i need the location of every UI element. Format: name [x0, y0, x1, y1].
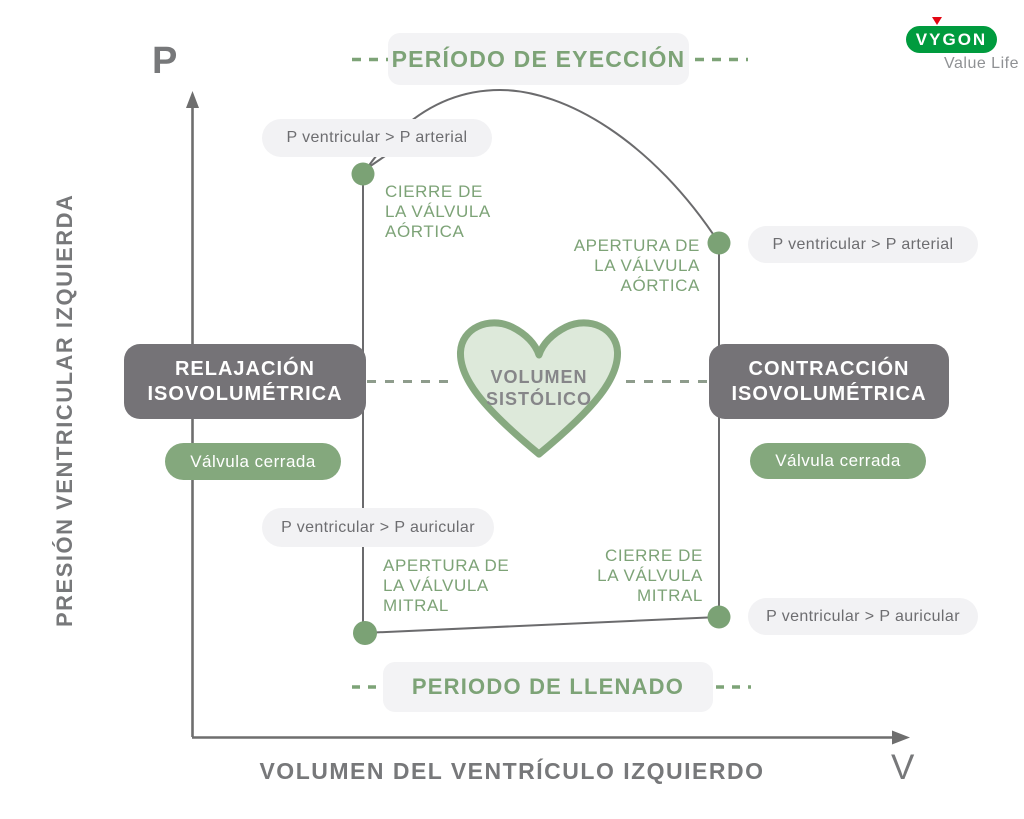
valve-closed-badge-left: Válvula cerrada [165, 443, 341, 480]
logo-triangle-icon [932, 17, 942, 25]
aortic-close-dot [351, 162, 375, 186]
isovolumetric-relaxation-box: RELAJACIÓN ISOVOLUMÉTRICA [124, 344, 366, 419]
mitral-close-dot [707, 605, 731, 629]
x-axis-arrow-icon [892, 730, 910, 745]
heart-icon [456, 319, 622, 458]
ejection-phase-title: PERÍODO DE EYECCIÓN [388, 33, 689, 85]
aortic-open-note: APERTURA DE LA VÁLVULA AÓRTICA [573, 236, 700, 295]
x-axis-symbol: V [891, 748, 915, 787]
pressure-pill-bottom-left: P ventricular > P auricular [262, 508, 494, 547]
x-axis-label: VOLUMEN DEL VENTRÍCULO IZQUIERDO [259, 758, 765, 784]
aortic-open-dot [707, 231, 731, 255]
pressure-pill-top-right: P ventricular > P arterial [748, 226, 978, 263]
pressure-pill-bottom-right: P ventricular > P auricular [748, 598, 978, 635]
pressure-pill-top-left: P ventricular > P arterial [262, 119, 492, 157]
y-axis-label: PRESIÓN VENTRICULAR IZQUIERDA [52, 193, 77, 627]
mitral-open-note: APERTURA DE LA VÁLVULA MITRAL [383, 556, 510, 615]
isovolumetric-contraction-box: CONTRACCIÓN ISOVOLUMÉTRICA [709, 344, 949, 419]
valve-closed-badge-right: Válvula cerrada [750, 443, 926, 479]
y-axis-arrow-icon [186, 91, 199, 108]
mitral-close-note: CIERRE DE LA VÁLVULA MITRAL [597, 546, 703, 605]
aortic-close-note: CIERRE DE LA VÁLVULA AÓRTICA [385, 182, 491, 241]
loop-filling-line [362, 616, 720, 634]
logo-tagline: Value Life [944, 55, 1019, 72]
vygon-logo: VYGON [906, 26, 997, 53]
filling-phase-title: PERIODO DE LLENADO [383, 662, 713, 712]
mitral-open-dot [353, 621, 377, 645]
stroke-volume-label: VOLUMEN SISTÓLICO [485, 367, 592, 409]
y-axis-symbol: P [152, 40, 178, 82]
